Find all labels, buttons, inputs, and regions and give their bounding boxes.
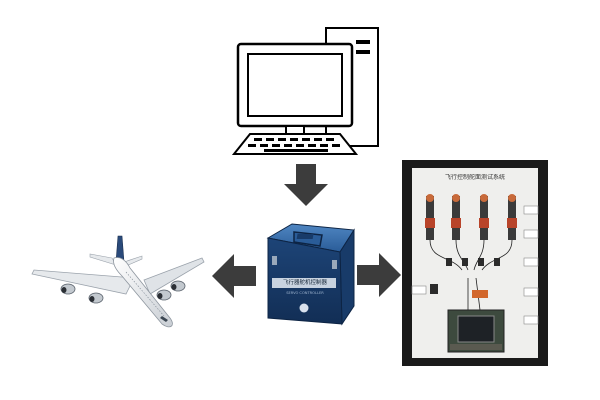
- controller-box-drawing: [266, 223, 355, 326]
- panel-drawing: [402, 160, 548, 366]
- airplane-right-wing: [143, 257, 205, 295]
- servo-row: [425, 194, 517, 240]
- servo-controller-box: 飞行器舵机控制器 SERVO CONTROLLER: [262, 220, 358, 332]
- panel-lcd: [457, 315, 495, 343]
- desktop-computer-icon: [231, 27, 379, 155]
- arrow-left-icon: [212, 254, 256, 298]
- airplane-left-wing: [31, 269, 135, 295]
- monitor-neck: [285, 125, 305, 135]
- panel-title: 飞行控制舵面测试系统: [444, 174, 505, 181]
- keyboard-keys: [248, 138, 340, 152]
- controller-label: 飞行器舵机控制器: [282, 280, 327, 286]
- arrow-down-icon: [284, 164, 328, 206]
- servo-test-panel: 飞行控制舵面测试系统: [402, 160, 548, 366]
- panel-side-tags: [411, 205, 539, 325]
- arrow-right-icon: [357, 253, 401, 297]
- tower-slot: [356, 40, 370, 44]
- monitor-screen: [247, 53, 343, 117]
- tower-slot: [356, 50, 370, 54]
- controller-sublabel: SERVO CONTROLLER: [286, 291, 324, 295]
- airplane-icon: [31, 235, 205, 328]
